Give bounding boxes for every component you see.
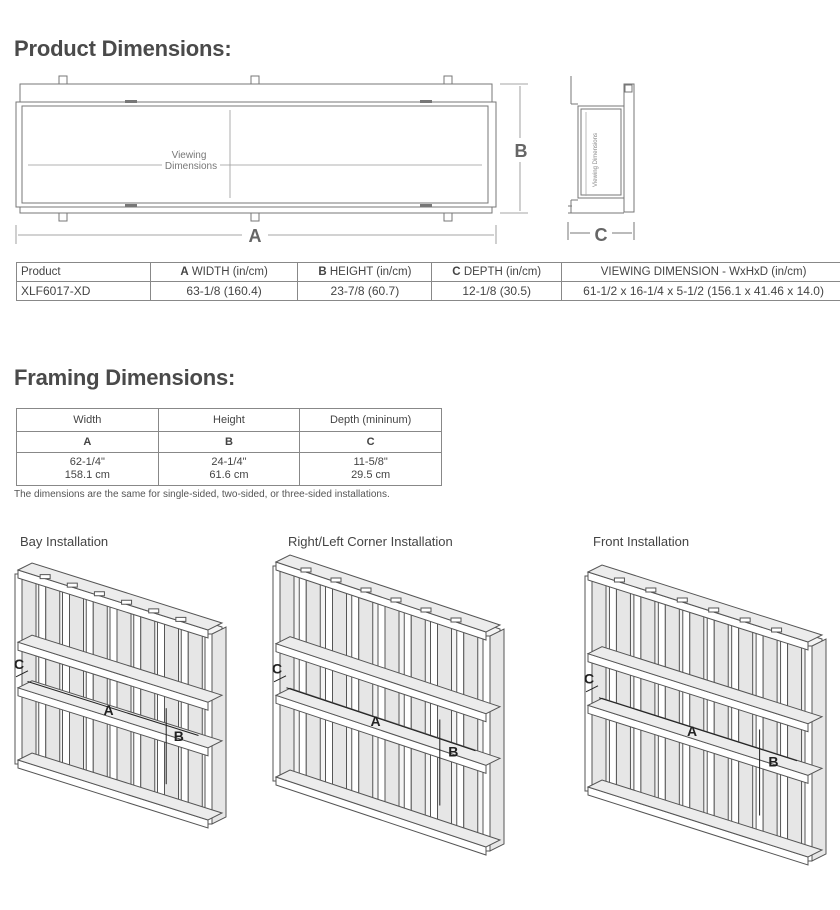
framing-table-values: 62-1/4"158.1 cm 24-1/4"61.6 cm 11-5/8"29… xyxy=(16,452,442,486)
viewing-label-2: Dimensions xyxy=(165,161,217,172)
frame-label-a: A xyxy=(371,713,381,729)
header-product: Product xyxy=(16,262,151,282)
cell-width: 63-1/8 (160.4) xyxy=(149,281,299,301)
frame-structure xyxy=(272,554,505,856)
letter-a: A xyxy=(16,431,159,453)
corner-installation-title: Right/Left Corner Installation xyxy=(288,534,453,549)
frame-label-b: B xyxy=(448,744,458,760)
frame-structure xyxy=(14,562,227,829)
framing-table-letters: A B C xyxy=(16,431,442,453)
header-frame-depth: Depth (mininum) xyxy=(299,408,442,432)
frame-label-a: A xyxy=(104,702,114,718)
framing-dimensions-title: Framing Dimensions: xyxy=(14,365,236,390)
product-dimensions-title: Product Dimensions: xyxy=(14,36,232,61)
framing-note: The dimensions are the same for single-s… xyxy=(14,489,390,500)
letter-b: B xyxy=(157,431,301,453)
side-view-diagram: Viewing Dimensions C xyxy=(567,76,635,245)
dim-label-b: B xyxy=(515,141,528,161)
value-width: 62-1/4"158.1 cm xyxy=(16,452,159,486)
header-viewing: VIEWING DIMENSION - WxHxD (in/cm) xyxy=(561,262,840,282)
cell-height: 23-7/8 (60.7) xyxy=(297,281,433,301)
framing-table-header: Width Height Depth (mininum) xyxy=(16,408,442,432)
frame-label-c: C xyxy=(584,671,594,687)
frame-label-a: A xyxy=(687,723,697,739)
dim-label-c: C xyxy=(595,225,608,245)
cell-product: XLF6017-XD xyxy=(16,281,151,301)
front-view-diagram: Viewing Dimensions A B xyxy=(15,75,528,246)
bay-installation-diagram: A B C xyxy=(14,562,227,829)
corner-installation-diagram: A B C xyxy=(272,554,505,856)
value-height: 24-1/4"61.6 cm xyxy=(157,452,301,486)
frame-label-c: C xyxy=(272,661,282,677)
front-installation-title: Front Installation xyxy=(593,534,690,549)
cell-depth: 12-1/8 (30.5) xyxy=(431,281,563,301)
dim-label-a: A xyxy=(249,226,262,246)
side-viewing-label: Viewing Dimensions xyxy=(593,133,599,187)
front-installation-diagram: A B C xyxy=(584,564,827,866)
header-depth: C DEPTH (in/cm) xyxy=(431,262,563,282)
header-frame-height: Height xyxy=(157,408,301,432)
dimension-markers xyxy=(15,670,199,785)
header-width: A WIDTH (in/cm) xyxy=(149,262,299,282)
cell-viewing: 61-1/2 x 16-1/4 x 5-1/2 (156.1 x 41.46 x… xyxy=(561,281,840,301)
dimension-markers xyxy=(585,685,798,816)
frame-label-b: B xyxy=(174,728,184,744)
header-height: B HEIGHT (in/cm) xyxy=(297,262,433,282)
frame-label-c: C xyxy=(14,656,24,672)
frame-structure xyxy=(584,564,827,866)
framing-dimensions-table: Width Height Depth (mininum) A B C 62-1/… xyxy=(16,408,442,486)
viewing-label-1: Viewing xyxy=(172,150,207,161)
frame-label-b: B xyxy=(768,754,778,770)
dimension-markers xyxy=(273,675,476,806)
value-depth: 11-5/8"29.5 cm xyxy=(299,452,442,486)
bay-installation-title: Bay Installation xyxy=(20,534,109,549)
product-dimensions-table: Product A WIDTH (in/cm) B HEIGHT (in/cm)… xyxy=(16,262,840,301)
header-frame-width: Width xyxy=(16,408,159,432)
product-table-header: Product A WIDTH (in/cm) B HEIGHT (in/cm)… xyxy=(16,262,840,282)
product-table-row: XLF6017-XD 63-1/8 (160.4) 23-7/8 (60.7) … xyxy=(16,281,840,301)
letter-c: C xyxy=(299,431,442,453)
